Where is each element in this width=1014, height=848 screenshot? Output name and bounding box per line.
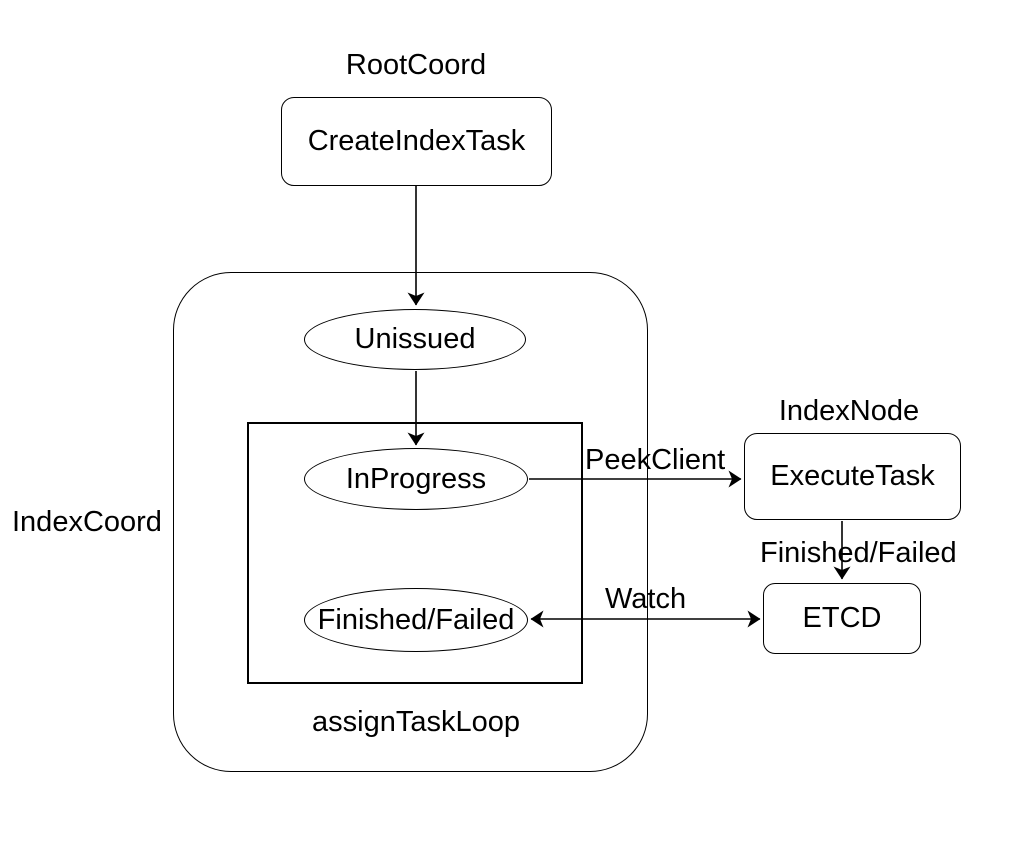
create-index-task-label: CreateIndexTask xyxy=(307,125,526,157)
in-progress-state-ellipse: InProgress xyxy=(304,448,528,510)
execute-task-label: ExecuteTask xyxy=(770,460,935,492)
finished-failed-edge-label: Finished/Failed xyxy=(760,537,957,569)
assign-task-loop-label: assignTaskLoop xyxy=(312,706,520,738)
watch-edge-label: Watch xyxy=(605,583,687,615)
create-index-task-node: CreateIndexTask xyxy=(281,97,552,186)
finished-failed-state-ellipse: Finished/Failed xyxy=(304,588,528,652)
unissued-state-ellipse: Unissued xyxy=(304,309,526,370)
indexcoord-container xyxy=(173,272,648,772)
execute-task-node: ExecuteTask xyxy=(744,433,961,520)
peek-client-edge-label: PeekClient xyxy=(585,444,726,476)
etcd-label: ETCD xyxy=(802,602,882,634)
indexcoord-group-label: IndexCoord xyxy=(12,506,162,538)
indexnode-group-label: IndexNode xyxy=(778,395,920,427)
finished-failed-state-label: Finished/Failed xyxy=(317,603,515,636)
etcd-node: ETCD xyxy=(763,583,921,654)
in-progress-state-label: InProgress xyxy=(345,462,487,495)
assign-task-loop-container xyxy=(247,422,583,684)
rootcoord-group-label: RootCoord xyxy=(345,49,487,81)
unissued-state-label: Unissued xyxy=(354,323,476,355)
